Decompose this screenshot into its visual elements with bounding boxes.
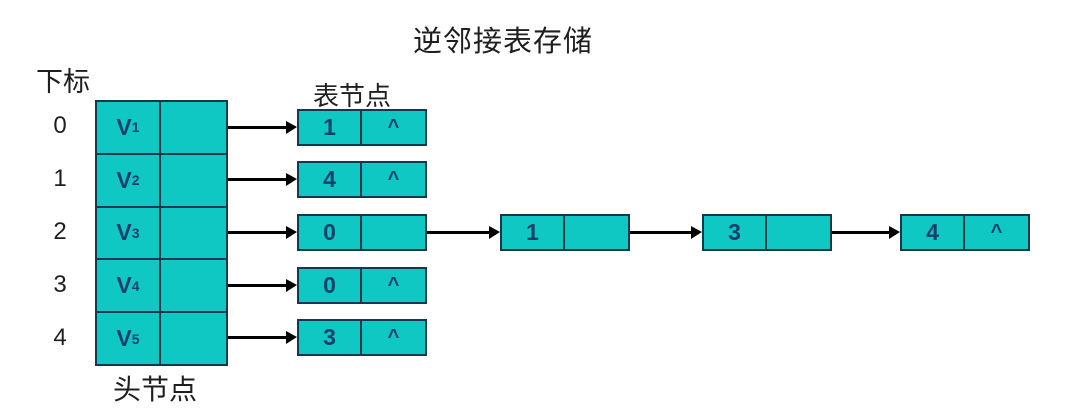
vertex-label: V	[116, 325, 132, 352]
list-node-row2-0: 0	[297, 214, 427, 251]
node-pointer-cell	[767, 216, 830, 249]
arrow-row2-node1-to-node2	[630, 226, 702, 239]
list-node-row2-3: 4 ^	[900, 214, 1030, 251]
node-pointer-cell: ^	[387, 168, 400, 190]
arrow-row3-head-to-node	[228, 279, 297, 292]
head-pointer-cell-0	[161, 102, 226, 153]
vertex-label: V	[116, 113, 132, 140]
head-pointer-cell-1	[161, 155, 226, 206]
list-node-label: 表节点	[313, 82, 392, 111]
vertex-subscript: 3	[131, 224, 140, 241]
arrow-row0-head-to-node	[228, 121, 297, 134]
node-pointer-cell: ^	[387, 116, 400, 138]
list-node-row3-0: 0 ^	[297, 267, 427, 304]
list-node-row2-2: 3	[702, 214, 832, 251]
head-pointer-cell-3	[161, 260, 226, 311]
node-pointer-cell	[565, 216, 628, 249]
node-data-cell: 4	[902, 216, 965, 249]
node-data-cell: 1	[502, 216, 565, 249]
vertex-subscript: 2	[131, 172, 140, 189]
node-pointer-cell	[362, 216, 425, 249]
node-pointer-cell: ^	[387, 326, 400, 348]
vertex-subscript: 5	[131, 330, 140, 347]
node-data-cell: 4	[299, 163, 362, 196]
node-data-cell: 3	[704, 216, 767, 249]
row-index-3: 3	[53, 271, 67, 298]
arrow-row4-head-to-node	[228, 331, 297, 344]
row-index-0: 0	[53, 112, 67, 139]
list-node-row1-0: 4 ^	[297, 161, 427, 198]
node-pointer-cell: ^	[387, 274, 400, 296]
row-index-2: 2	[53, 218, 67, 245]
arrow-row2-node0-to-node1	[427, 226, 500, 239]
head-node-label: 头节点	[113, 375, 198, 406]
index-column-label: 下标	[36, 67, 90, 97]
row-index-4: 4	[53, 324, 67, 351]
list-node-row2-1: 1	[500, 214, 630, 251]
vertex-label: V	[116, 219, 132, 246]
list-node-row4-0: 3 ^	[297, 319, 427, 356]
node-data-cell: 0	[299, 216, 362, 249]
node-pointer-cell: ^	[990, 221, 1003, 243]
node-data-cell: 1	[299, 111, 362, 144]
vertex-subscript: 4	[131, 277, 140, 294]
node-data-cell: 3	[299, 321, 362, 354]
arrow-row2-node2-to-node3	[832, 226, 900, 239]
diagram-title: 逆邻接表存储	[413, 26, 594, 58]
arrow-row1-head-to-node	[228, 173, 297, 186]
vertex-label: V	[116, 166, 132, 193]
head-pointer-cell-4	[161, 313, 226, 364]
node-data-cell: 0	[299, 269, 362, 302]
arrow-row2-head-to-node	[228, 226, 297, 239]
list-node-row0-0: 1 ^	[297, 109, 427, 146]
head-pointer-cell-2	[161, 208, 226, 259]
row-index-1: 1	[53, 165, 67, 192]
vertex-label: V	[116, 272, 132, 299]
vertex-subscript: 1	[131, 119, 140, 136]
